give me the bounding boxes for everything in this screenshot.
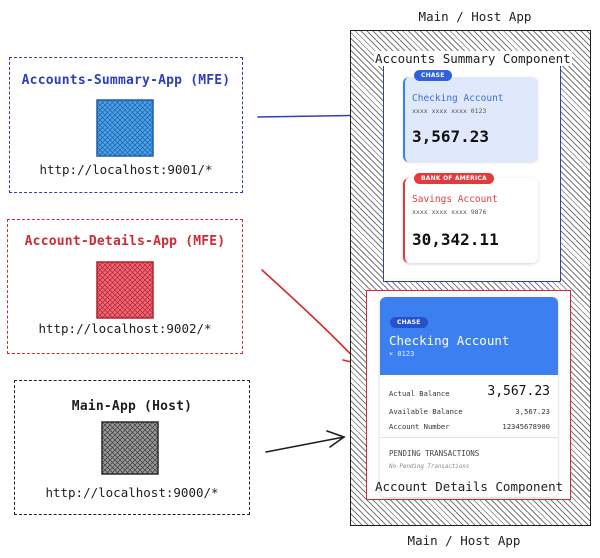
account-details-header: CHASE Checking Account × 0123 <box>380 297 558 375</box>
details-app-box: Account-Details-App (MFE) http://localho… <box>7 219 243 354</box>
details-app-hatch-icon <box>96 261 154 319</box>
available-balance-label: Available Balance <box>389 407 463 416</box>
pending-transactions-empty: No Pending Transactions <box>389 464 470 470</box>
details-account-name: Checking Account <box>389 333 510 348</box>
host-app-hatch-icon <box>101 421 159 475</box>
details-bank-badge: CHASE <box>390 317 428 328</box>
details-component-label: Account Details Component <box>375 479 564 494</box>
pending-transactions-header: PENDING TRANSACTIONS <box>389 449 480 458</box>
host-app-title: Main-App (Host) <box>71 399 193 414</box>
summary-app-hatch-icon <box>96 99 154 157</box>
details-app-url: http://localhost:9002/* <box>38 321 212 336</box>
host-frame-top-caption: Main / Host App <box>418 9 532 24</box>
summary-card-savings-name: Savings Account <box>412 194 498 205</box>
details-app-title: Account-Details-App (MFE) <box>24 234 226 249</box>
summary-card-checking[interactable]: CHASE Checking Account xxxx xxxx xxxx 01… <box>403 70 538 162</box>
summary-card-savings-bank-badge: BANK OF AMERICA <box>414 173 494 184</box>
summary-component-label: Accounts Summary Component <box>374 51 572 66</box>
summary-card-checking-balance: 3,567.23 <box>412 127 490 146</box>
arrow-host-to-frame <box>265 430 346 453</box>
details-divider <box>380 437 558 438</box>
summary-card-savings-balance: 30,342.11 <box>412 230 499 249</box>
host-frame-bottom-caption: Main / Host App <box>407 533 521 548</box>
account-number-label: Account Number <box>389 422 450 431</box>
host-app-box: Main-App (Host) http://localhost:9000/* <box>14 380 250 515</box>
summary-app-box: Accounts-Summary-App (MFE) http://localh… <box>9 57 243 193</box>
host-app-url: http://localhost:9000/* <box>45 485 219 500</box>
summary-card-checking-name: Checking Account <box>412 93 504 104</box>
actual-balance-label: Actual Balance <box>389 389 450 398</box>
summary-card-savings[interactable]: BANK OF AMERICA Savings Account xxxx xxx… <box>403 173 538 263</box>
summary-app-url: http://localhost:9001/* <box>39 162 213 177</box>
account-details-panel: CHASE Checking Account × 0123 Actual Bal… <box>380 297 558 497</box>
arrow-details-to-component <box>261 269 362 366</box>
details-account-mask: × 0123 <box>389 350 415 358</box>
summary-card-checking-mask: xxxx xxxx xxxx 0123 <box>412 107 487 115</box>
summary-app-title: Accounts-Summary-App (MFE) <box>21 73 231 88</box>
available-balance-value: 3,567.23 <box>515 407 550 416</box>
account-number-value: 12345678900 <box>502 422 550 431</box>
actual-balance-value: 3,567.23 <box>487 384 550 399</box>
summary-card-savings-mask: xxxx xxxx xxxx 9876 <box>412 208 487 216</box>
summary-card-checking-bank-badge: CHASE <box>414 70 452 81</box>
